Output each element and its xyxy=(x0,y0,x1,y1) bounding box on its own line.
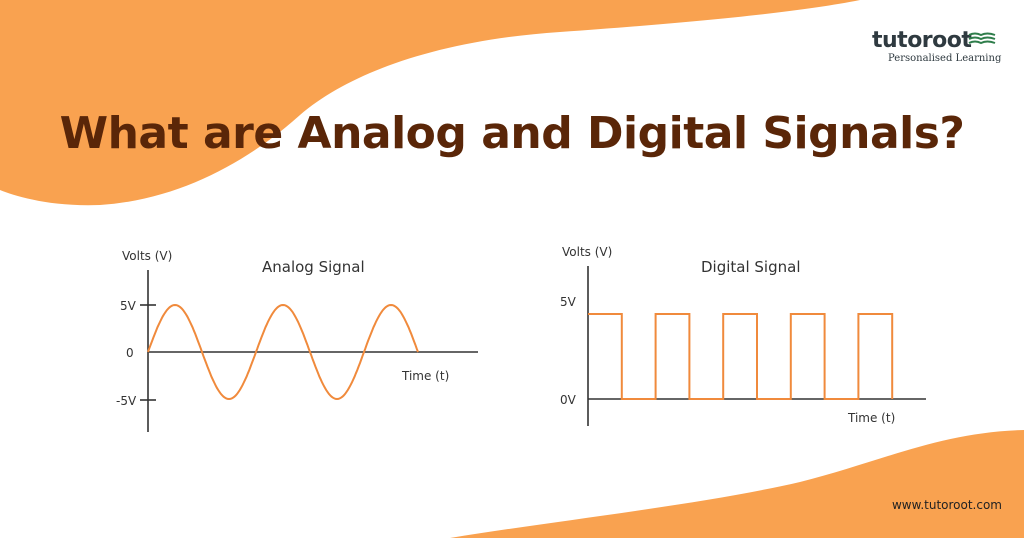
analog-x-axis-label: Time (t) xyxy=(401,369,449,383)
digital-tick-label-5v: 5V xyxy=(560,295,577,309)
logo-tagline: Personalised Learning xyxy=(888,53,1002,64)
page-title: What are Analog and Digital Signals? xyxy=(59,108,965,159)
digital-y-axis-label: Volts (V) xyxy=(562,245,612,259)
book-icon xyxy=(968,32,996,45)
analog-tick-label-0: 0 xyxy=(126,346,134,360)
analog-tick-label-neg5v: -5V xyxy=(116,394,137,408)
digital-tick-label-0v: 0V xyxy=(560,393,577,407)
analog-y-axis-label: Volts (V) xyxy=(122,249,172,263)
analog-tick-label-5v: 5V xyxy=(120,299,137,313)
analog-wave xyxy=(147,303,419,401)
analog-signal-chart: Volts (V) Analog Signal 5V 0 -5V Time (t… xyxy=(116,249,478,432)
bottom-orange-wave xyxy=(450,430,1024,538)
digital-square-wave xyxy=(588,313,894,400)
tutoroot-logo: tutoroot Personalised Learning xyxy=(872,28,1002,64)
analog-title: Analog Signal xyxy=(262,258,365,276)
digital-signal-chart: Volts (V) Digital Signal 5V 0V Time (t) xyxy=(560,245,926,426)
top-orange-wave xyxy=(0,0,860,206)
logo-wordmark: tutoroot xyxy=(872,28,972,53)
digital-title: Digital Signal xyxy=(701,258,801,276)
website-url: www.tutoroot.com xyxy=(891,498,1002,512)
digital-x-axis-label: Time (t) xyxy=(847,411,895,425)
